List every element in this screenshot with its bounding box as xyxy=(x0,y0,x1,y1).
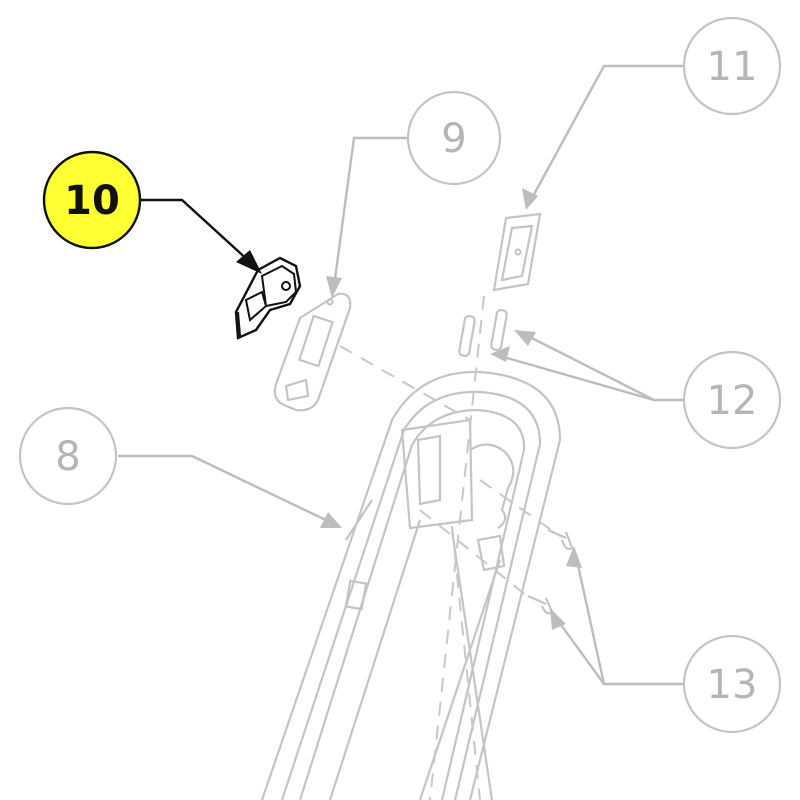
callout-11[interactable]: 11 xyxy=(682,16,782,116)
callout-12[interactable]: 12 xyxy=(682,350,782,450)
callout-11-label: 11 xyxy=(707,44,758,90)
callout-8-circle xyxy=(18,406,118,506)
callout-8-label: 8 xyxy=(55,434,80,480)
part-11-plate xyxy=(492,212,542,292)
callout-13[interactable]: 13 xyxy=(682,634,782,734)
callout-13-label: 13 xyxy=(707,662,758,708)
arrowhead-9 xyxy=(326,276,342,298)
callout-10-circle xyxy=(42,150,142,250)
arrowhead-11 xyxy=(522,188,538,210)
arrowhead-12b xyxy=(514,330,536,346)
part-12-pins xyxy=(458,308,508,358)
part-9-bracket xyxy=(273,292,352,412)
arrowhead-8 xyxy=(320,512,342,528)
assembly-lines xyxy=(339,295,561,800)
callout-8[interactable]: 8 xyxy=(18,406,118,506)
callout-10[interactable]: 10 xyxy=(42,150,142,250)
callout-10-label: 10 xyxy=(64,178,120,224)
arrowhead-12a xyxy=(490,346,510,362)
arrowhead-13b xyxy=(550,608,566,630)
callout-11-circle xyxy=(682,16,782,116)
callout-9[interactable]: 9 xyxy=(406,90,502,186)
callout-12-label: 12 xyxy=(707,378,758,424)
callout-12-circle xyxy=(682,350,782,450)
leader-lines xyxy=(118,64,684,686)
callout-9-label: 9 xyxy=(441,116,466,162)
callout-9-circle xyxy=(406,90,502,186)
part-10-clip[interactable] xyxy=(234,256,302,340)
arrowhead-13a xyxy=(566,546,582,568)
arrowhead-10 xyxy=(236,250,262,274)
callout-13-circle xyxy=(682,634,782,734)
